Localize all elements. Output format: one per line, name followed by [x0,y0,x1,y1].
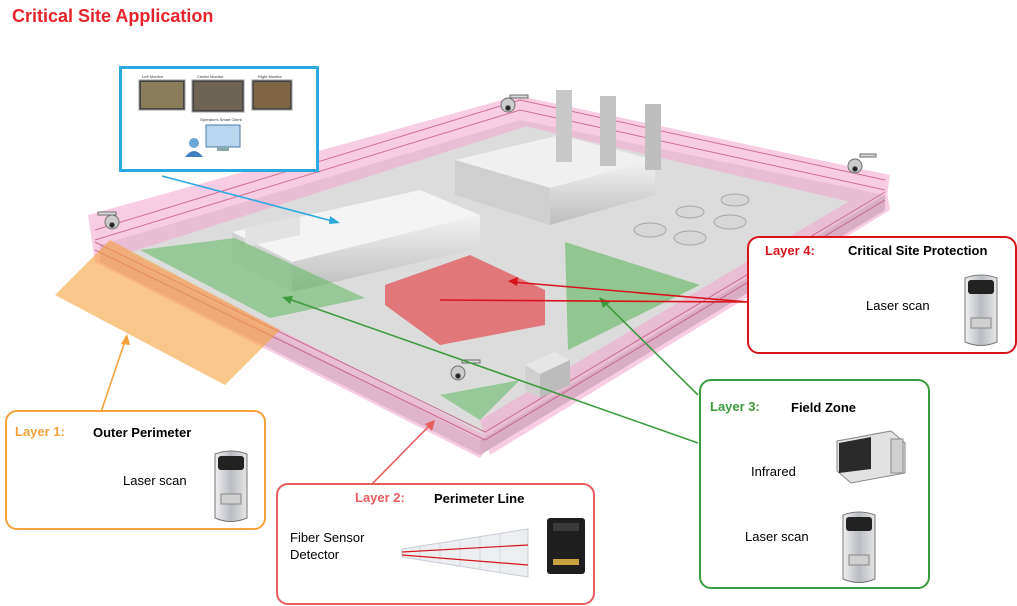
layer2-connector [371,422,433,485]
layer1-box: Layer 1: Outer Perimeter Laser scan [5,410,266,530]
control-room-connector [161,175,337,223]
operator-icon [185,124,241,157]
monitor-left: Left Monitor [138,74,186,111]
layer4-title: Critical Site Protection [848,243,988,258]
layer1-sensor-label: Laser scan [123,473,187,488]
layer1-zone [55,240,280,385]
layer4-tag: Layer 4: [765,243,815,258]
monitor-right-label: Right Monitor [258,74,282,79]
fiber-fence-icon [401,528,529,578]
layer3-tag: Layer 3: [710,399,760,414]
layer2-tag: Layer 2: [355,490,405,505]
layer2-title: Perimeter Line [434,491,525,506]
layer4-connector-b [439,299,749,303]
layer3-title: Field Zone [791,400,856,415]
laser-scanner-icon [964,274,998,346]
layer3-zone-left [140,238,365,318]
laser-scanner-icon [842,511,876,583]
camera-icon [97,94,877,381]
fiber-detector-icon [547,518,585,574]
layer3-connector-b [601,299,699,396]
infrared-sensor-icon [836,430,906,484]
page-title: Critical Site Application [12,6,214,26]
monitor-center-label: Center Monitor [197,74,224,79]
storage-tanks [633,193,750,246]
layer1-connector [99,337,127,416]
layer3-zone-right [565,242,700,350]
layer4-box: Layer 4: Critical Site Protection Laser … [747,236,1017,354]
layer3-zone-gate [440,380,520,420]
monitor-left-label: Left Monitor [142,74,164,79]
layer3-connector-a [285,297,699,444]
monitor-center: Center Monitor [191,74,245,113]
layer3-sensor-laser: Laser scan [745,529,809,544]
client-label: Operator's Smart Client [200,117,243,122]
control-room-graphic: Left Monitor Center Monitor Right Monito… [138,74,293,157]
guard-house [525,352,570,398]
layer1-title: Outer Perimeter [93,425,192,440]
factory-building [455,90,661,225]
layer2-sensor-label: Fiber Sensor Detector [290,530,365,562]
layer4-connector-a [511,281,749,303]
control-arrow-head [329,216,340,224]
laser-scanner-icon [214,450,248,522]
layer4-sensor-label: Laser scan [866,298,930,313]
control-room-box: Left Monitor Center Monitor Right Monito… [119,66,319,172]
layer3-sensor-infrared: Infrared [751,464,796,479]
layer2-box: Layer 2: Perimeter Line Fiber Sensor Det… [276,483,595,605]
layer1-tag: Layer 1: [15,424,65,439]
monitor-right: Right Monitor [251,74,293,111]
layer3-box: Layer 3: Field Zone Infrared Laser scan [699,379,930,589]
